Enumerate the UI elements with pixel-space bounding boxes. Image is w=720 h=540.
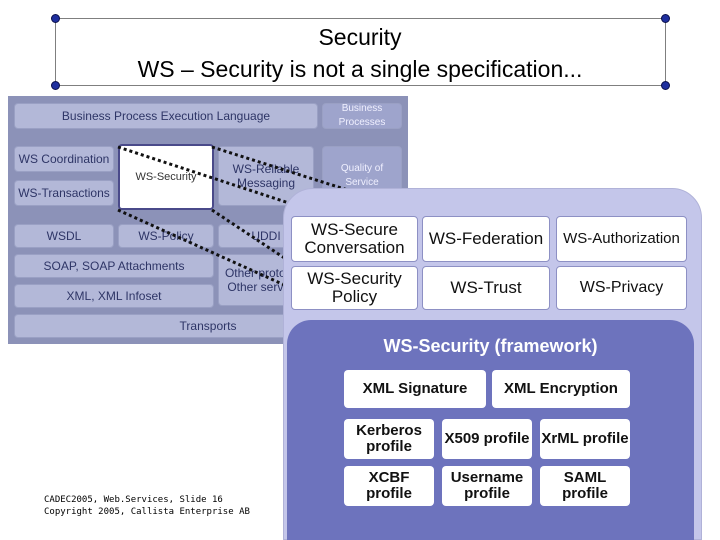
ws-federation-box: WS-Federation <box>422 216 550 262</box>
title-frame <box>51 14 670 90</box>
slide-subtitle: WS – Security is not a single specificat… <box>137 56 583 82</box>
saml-profile-box: SAML profile <box>540 466 630 506</box>
xml-signature-box: XML Signature <box>344 370 486 408</box>
resize-handle-top-right[interactable] <box>661 14 670 23</box>
x509-profile-box: X509 profile <box>442 419 532 459</box>
xml-encryption-box: XML Encryption <box>492 370 630 408</box>
xcbf-profile-box: XCBF profile <box>344 466 434 506</box>
xml-box: XML, XML Infoset <box>14 284 214 308</box>
connector-line-2 <box>211 145 396 207</box>
slide-footer: CADEC2005, Web.Services, Slide 16 Copyri… <box>44 494 250 518</box>
resize-handle-bottom-right[interactable] <box>661 81 670 90</box>
connector-line-1 <box>117 145 296 207</box>
bpel-box: Business Process Execution Language <box>14 103 318 129</box>
ws-transactions-box: WS-Transactions <box>14 180 114 206</box>
framework-title: WS-Security (framework) <box>383 336 598 356</box>
resize-handle-top-left[interactable] <box>51 14 60 23</box>
ws-policy-box: WS-Policy <box>118 224 214 248</box>
ws-reliable-box: WS-Reliable Messaging <box>218 146 314 206</box>
footer-copyright: Copyright 2005, Callista Enterprise AB <box>44 507 250 517</box>
ws-security-policy-box: WS-Security Policy <box>291 266 418 310</box>
soap-box: SOAP, SOAP Attachments <box>14 254 214 278</box>
ws-trust-box: WS-Trust <box>422 266 550 310</box>
connector-line-4 <box>211 208 296 267</box>
ws-secure-conversation-box: WS-Secure Conversation <box>291 216 418 262</box>
username-profile-box: Username profile <box>442 466 532 506</box>
resize-handle-bottom-left[interactable] <box>51 81 60 90</box>
ws-authorization-box: WS-Authorization <box>556 216 687 262</box>
ws-security-highlight-box: WS-Security <box>118 144 214 210</box>
wsdl-box: WSDL <box>14 224 114 248</box>
kerberos-profile-box: Kerberos profile <box>344 419 434 459</box>
business-processes-box: Business Processes <box>322 103 402 129</box>
footer-slide-info: CADEC2005, Web.Services, Slide 16 <box>44 495 223 505</box>
xrml-profile-box: XrML profile <box>540 419 630 459</box>
slide-title: Security <box>318 24 402 50</box>
ws-coordination-box: WS Coordination <box>14 146 114 172</box>
ws-privacy-box: WS-Privacy <box>556 266 687 310</box>
